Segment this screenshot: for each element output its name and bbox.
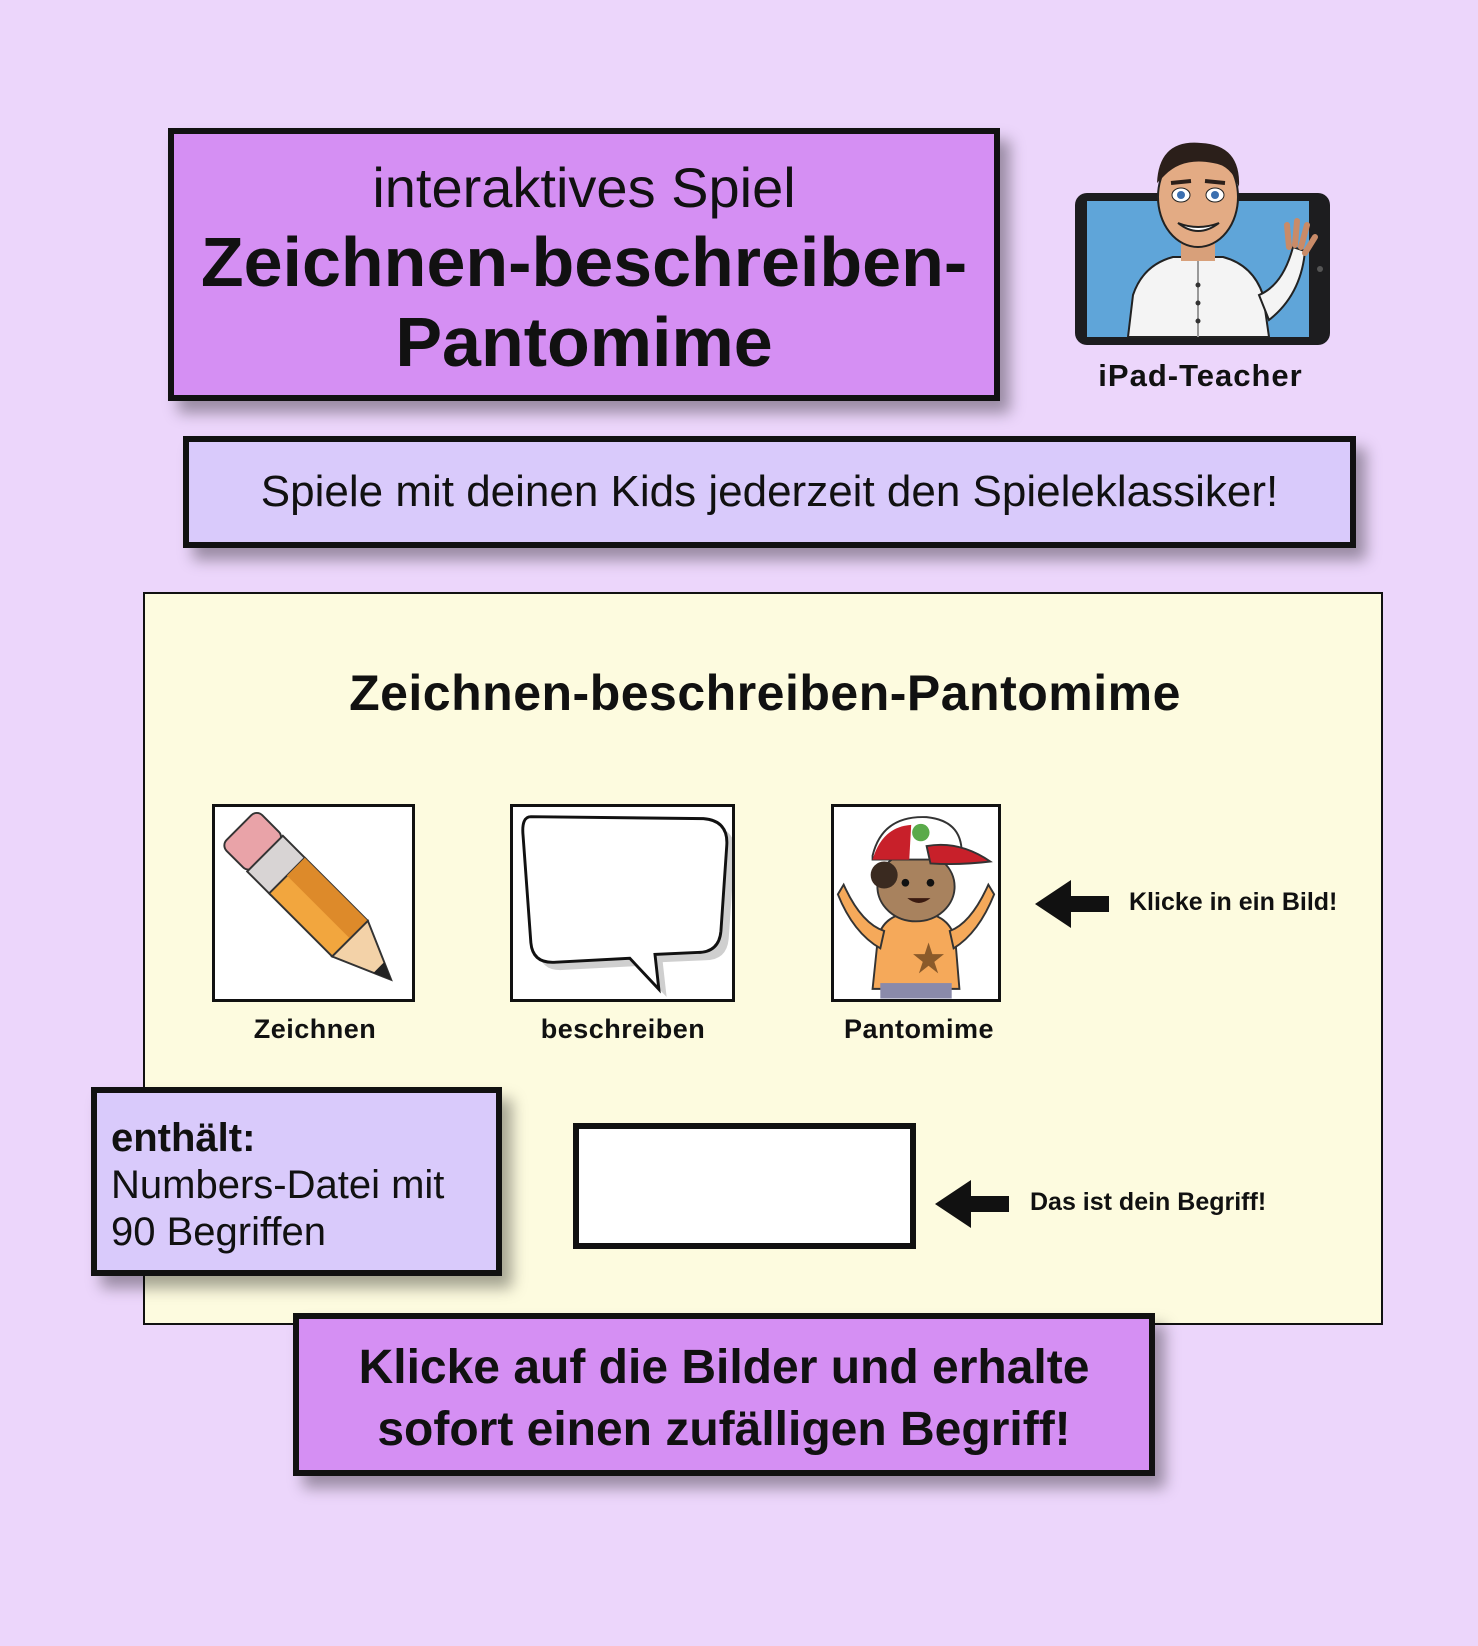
contains-box: enthält: Numbers-Datei mit 90 Begriffen <box>91 1087 502 1276</box>
picture-label-beschreiben: beschreiben <box>540 1014 706 1044</box>
speech-bubble-icon <box>521 815 732 998</box>
picture-zeichnen[interactable] <box>212 804 415 1002</box>
game-preview-card: Zeichnen-beschreiben-Pantomime Zeichnen … <box>143 592 1383 1325</box>
cta-box: Klicke auf die Bilder und erhalte sofort… <box>293 1313 1155 1476</box>
hint-pictures: Klicke in ein Bild! <box>1129 888 1338 916</box>
arrow-left-icon <box>935 1180 1009 1228</box>
ipad-teacher-logo <box>1073 135 1348 395</box>
hint-term: Das ist dein Begriff! <box>1030 1188 1267 1216</box>
pencil-icon <box>223 811 393 982</box>
title-line-1: interaktives Spiel <box>372 156 796 219</box>
title-line-3: Pantomime <box>395 303 773 381</box>
subtitle-text: Spiele mit deinen Kids jederzeit den Spi… <box>260 467 1279 516</box>
logo-caption: iPad-Teacher <box>1098 358 1303 393</box>
title-line-2: Zeichnen-beschreiben- <box>200 223 968 301</box>
contains-heading: enthält: <box>111 1116 256 1160</box>
title-box: interaktives Spiel Zeichnen-beschreiben-… <box>168 128 1000 401</box>
contains-line-1: Numbers-Datei mit <box>111 1163 445 1207</box>
picture-label-zeichnen: Zeichnen <box>253 1014 377 1044</box>
contains-line-2: 90 Begriffen <box>111 1210 326 1254</box>
arrow-left-icon <box>1035 880 1109 928</box>
teacher-avatar-icon <box>1075 142 1330 345</box>
cta-line-2: sofort einen zufälligen Begriff! <box>377 1403 1071 1456</box>
picture-pantomime[interactable] <box>831 804 1001 1002</box>
picture-beschreiben[interactable] <box>510 804 735 1002</box>
subtitle-box: Spiele mit deinen Kids jederzeit den Spi… <box>183 436 1356 548</box>
term-output-field <box>573 1123 916 1249</box>
kid-with-cap-icon <box>836 816 996 999</box>
cta-line-1: Klicke auf die Bilder und erhalte <box>358 1341 1090 1394</box>
card-title: Zeichnen-beschreiben-Pantomime <box>349 665 1181 721</box>
picture-label-pantomime: Pantomime <box>843 1014 995 1044</box>
